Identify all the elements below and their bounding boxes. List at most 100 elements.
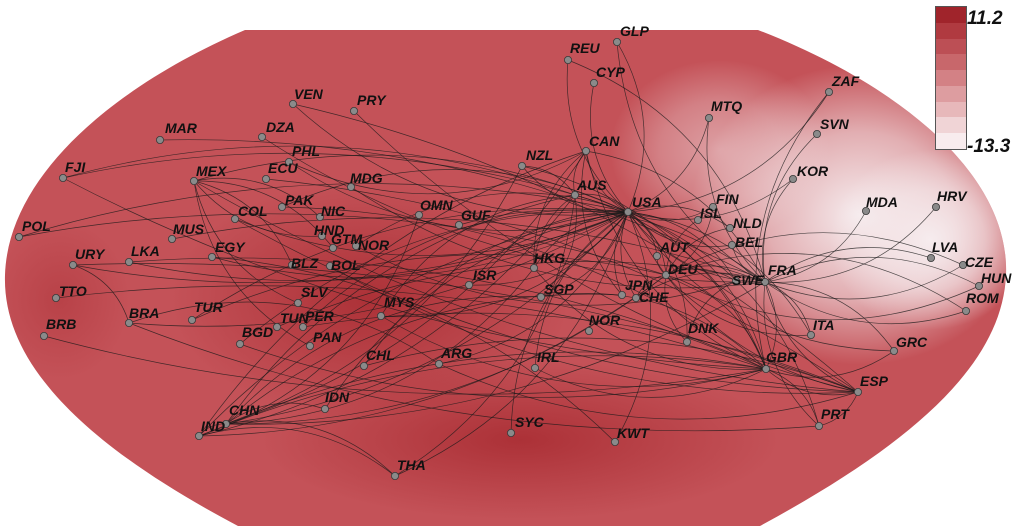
node-grc [890,346,899,355]
country-label-usa: USA [632,194,662,210]
link-layer [17,40,980,477]
link-usa-ury [71,211,629,284]
node-kor [789,174,798,183]
link-gbr-fji [62,177,767,370]
legend-swatch [936,38,966,55]
country-label-bol: BOL [331,257,361,273]
legend-swatch [936,70,966,86]
country-label-mdg: MDG [350,170,383,186]
link-fra-guf [457,209,766,283]
link-usa-syc [509,211,629,435]
country-label-tha: THA [397,457,426,473]
node-isl [694,215,703,224]
node-bel [728,240,737,249]
country-label-kwt: KWT [617,425,650,441]
country-label-isr: ISR [473,267,497,283]
node-syc [506,428,515,437]
link-bra-ury [72,264,130,324]
node-egy [207,252,216,261]
node-ury [69,260,78,269]
country-label-nic: NIC [321,203,346,219]
link-usa-ind [198,211,629,437]
link-usa-prt [627,211,821,428]
link-gbr-brb [42,334,767,395]
country-label-dza: DZA [266,119,295,135]
country-label-col: COL [238,203,268,219]
link-fra-kor [762,178,794,283]
link-usa-mtq [627,116,711,213]
country-label-nor: NOR [358,237,390,253]
link-fra-hrv [764,206,937,283]
country-label-slv: SLV [301,284,329,300]
link-gbr-sgp [539,293,767,370]
link-usa-ven [292,103,629,216]
link-esp-arg [438,363,859,420]
country-label-gbr: GBR [766,349,798,365]
node-cyp [590,79,599,88]
node-blz [287,260,296,269]
link-esp-ven [291,102,859,393]
link-gbr-nzl [520,164,767,370]
node-esp [854,387,863,396]
node-fra [761,277,770,286]
link-usa-can [584,149,629,213]
link-deu-swe [665,268,737,282]
node-irl [531,363,540,372]
link-deu-hun [665,274,980,321]
link-esp-ury [71,263,859,393]
link-deu-nld [665,226,732,276]
node-mdg [346,182,355,191]
node-aut [653,251,662,260]
link-nor-swe [355,245,738,306]
country-label-mys: MYS [384,294,415,310]
legend-swatch [936,22,966,39]
node-tha [390,471,399,480]
node-slv [293,298,302,307]
link-usa-kwt [614,211,651,443]
node-fji [59,173,68,182]
node-bgd [235,339,244,348]
node-bol [325,261,334,270]
country-label-pak: PAK [285,192,314,208]
node-nic [315,212,324,221]
link-aus-fji [61,145,576,196]
node-svn [813,129,822,138]
country-label-lva: LVA [932,239,958,255]
node-gbr [762,364,771,373]
link-esp-chl [362,337,859,393]
link-chn-sgp [225,295,543,425]
country-label-aut: AUT [659,239,690,255]
link-deu-ita [665,274,813,337]
node-ecu [261,174,270,183]
node-brb [40,331,49,340]
link-deu-pol [17,213,667,276]
country-label-phl: PHL [292,143,320,159]
link-bra-prt [128,322,821,432]
node-prt [815,421,824,430]
link-bra-arg [128,301,440,365]
link-usa-pak [281,169,629,213]
country-label-hnd: HND [314,222,344,238]
link-fra-mus [170,217,766,283]
link-fra-mda [764,210,867,283]
link-esp-prt [817,391,859,428]
link-chn-hkg [225,267,535,425]
node-ita [807,330,816,339]
country-label-ind: IND [201,418,225,434]
link-usa-zaf [627,91,830,213]
country-label-blz: BLZ [291,255,319,271]
country-label-syc: SYC [515,414,545,430]
link-esp-mex [193,180,859,393]
node-reu [564,56,573,65]
link-gbr-grc [765,350,895,378]
country-label-tun: TUN [280,310,310,326]
link-ind-deu [198,274,667,437]
node-idn [320,404,329,413]
node-chl [359,361,368,370]
link-mex-nic [193,177,321,218]
link-deu-cze [665,232,964,276]
country-label-prt: PRT [821,406,850,422]
country-label-tur: TUR [194,299,224,315]
